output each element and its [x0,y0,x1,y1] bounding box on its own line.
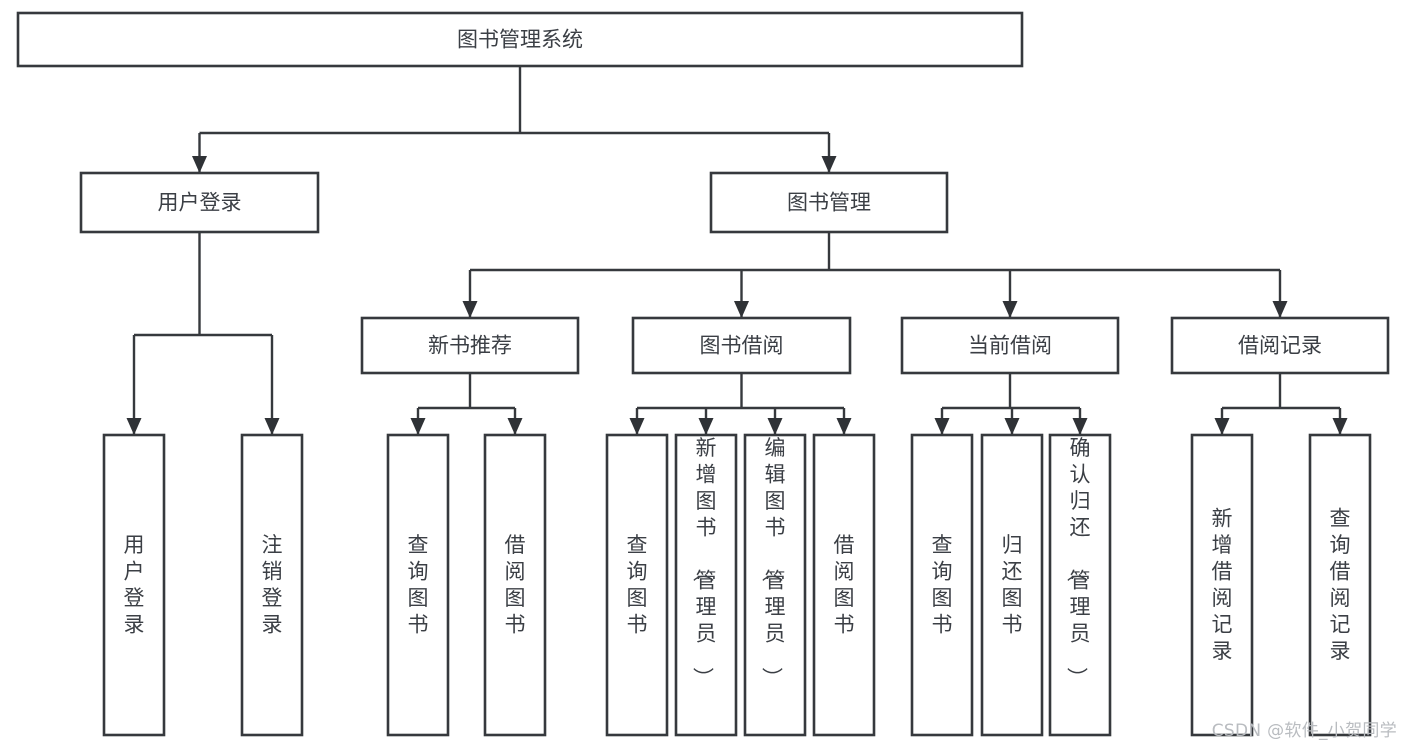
node-leaf-edit-book-admin[interactable]: 编辑图书（管理员） [743,433,807,737]
node-label-leaf-confirm-return-admin: 确认归还（管理员） [1065,436,1091,688]
node-box-leaf-return-book [980,433,1044,737]
node-leaf-query-borrow-record[interactable]: 查询借阅记录 [1308,433,1372,737]
node-label-leaf-borrow-book-1: 借阅图书 [505,533,526,637]
arrow-head [767,418,783,435]
edges-from-book-borrow [629,373,852,435]
node-box-leaf-borrow-book-2 [812,433,876,737]
node-box-book-borrow [631,316,852,375]
node-borrow-record[interactable]: 借阅记录 [1170,316,1390,375]
node-box-borrow-record [1170,316,1390,375]
node-box-leaf-query-borrow-record [1308,433,1372,737]
node-label-user-login: 用户登录 [158,191,242,215]
edges-from-book-manage [462,232,1288,318]
arrow-head [836,418,852,435]
arrow-head [192,156,207,173]
arrow-head [1002,301,1018,318]
arrow-head [821,156,837,173]
node-label-leaf-edit-book-admin: 编辑图书（管理员） [760,436,786,688]
arrow-head [734,301,749,318]
edges-from-new-book-recommend [410,373,523,435]
arrow-head [462,301,478,318]
arrow-head [126,418,142,435]
node-label-leaf-query-borrow-record: 查询借阅记录 [1330,507,1351,664]
node-box-leaf-borrow-book-1 [483,433,547,737]
node-book-manage[interactable]: 图书管理 [709,171,949,234]
node-box-leaf-query-book-1 [386,433,450,737]
arrow-head [629,418,645,435]
node-box-leaf-add-borrow-record [1190,433,1254,737]
node-leaf-borrow-book-1[interactable]: 借阅图书 [483,433,547,737]
node-label-leaf-query-book-2: 查询图书 [627,533,648,637]
arrow-head [264,418,280,435]
arrow-head [698,418,714,435]
node-label-root: 图书管理系统 [457,28,583,52]
node-box-user-login [79,171,320,234]
edges-from-root [192,66,837,173]
node-label-leaf-query-book-1: 查询图书 [408,533,429,637]
node-leaf-query-book-3[interactable]: 查询图书 [910,433,974,737]
node-leaf-confirm-return-admin[interactable]: 确认归还（管理员） [1048,433,1112,737]
arrow-head [410,418,426,435]
arrow-head [507,418,523,435]
edges-from-borrow-record [1214,373,1348,435]
node-label-leaf-query-book-3: 查询图书 [932,533,953,637]
arrow-head [934,418,950,435]
node-label-leaf-add-book-admin: 新增图书（管理员） [691,436,717,688]
node-root[interactable]: 图书管理系统 [16,11,1024,68]
node-current-borrow[interactable]: 当前借阅 [900,316,1120,375]
node-leaf-query-book-1[interactable]: 查询图书 [386,433,450,737]
node-label-new-book-recommend: 新书推荐 [428,334,512,358]
node-label-leaf-logout: 注销登录 [262,533,283,637]
arrow-head [1332,418,1348,435]
node-leaf-add-book-admin[interactable]: 新增图书（管理员） [674,433,738,737]
node-label-leaf-return-book: 归还图书 [1002,533,1023,637]
arrow-head [1072,418,1088,435]
node-box-leaf-logout [240,433,304,737]
node-box-leaf-add-book-admin [674,433,738,737]
node-box-leaf-query-book-3 [910,433,974,737]
node-label-book-manage: 图书管理 [787,191,871,215]
connector-layer [126,66,1348,435]
node-box-leaf-query-book-2 [605,433,669,737]
arrow-head [1214,418,1230,435]
node-label-current-borrow: 当前借阅 [968,334,1052,358]
node-label-leaf-user-login: 用户登录 [124,533,145,637]
node-book-borrow[interactable]: 图书借阅 [631,316,852,375]
arrow-head [1272,301,1288,318]
node-label-leaf-add-borrow-record: 新增借阅记录 [1212,507,1233,664]
node-label-leaf-borrow-book-2: 借阅图书 [834,533,855,637]
node-leaf-borrow-book-2[interactable]: 借阅图书 [812,433,876,737]
node-box-new-book-recommend [360,316,580,375]
node-leaf-logout[interactable]: 注销登录 [240,433,304,737]
node-leaf-user-login[interactable]: 用户登录 [102,433,166,737]
edges-from-current-borrow [934,373,1088,435]
node-box-leaf-edit-book-admin [743,433,807,737]
node-layer: 图书管理系统用户登录图书管理新书推荐图书借阅当前借阅借阅记录用户登录注销登录查询… [16,11,1390,737]
node-box-leaf-confirm-return-admin [1048,433,1112,737]
node-user-login[interactable]: 用户登录 [79,171,320,234]
node-leaf-query-book-2[interactable]: 查询图书 [605,433,669,737]
node-leaf-return-book[interactable]: 归还图书 [980,433,1044,737]
node-box-current-borrow [900,316,1120,375]
edges-from-user-login [126,232,280,435]
node-new-book-recommend[interactable]: 新书推荐 [360,316,580,375]
node-box-leaf-user-login [102,433,166,737]
node-box-book-manage [709,171,949,234]
node-leaf-add-borrow-record[interactable]: 新增借阅记录 [1190,433,1254,737]
node-label-book-borrow: 图书借阅 [700,334,784,358]
node-label-borrow-record: 借阅记录 [1238,334,1322,358]
arrow-head [1004,418,1020,435]
node-box-root [16,11,1024,68]
